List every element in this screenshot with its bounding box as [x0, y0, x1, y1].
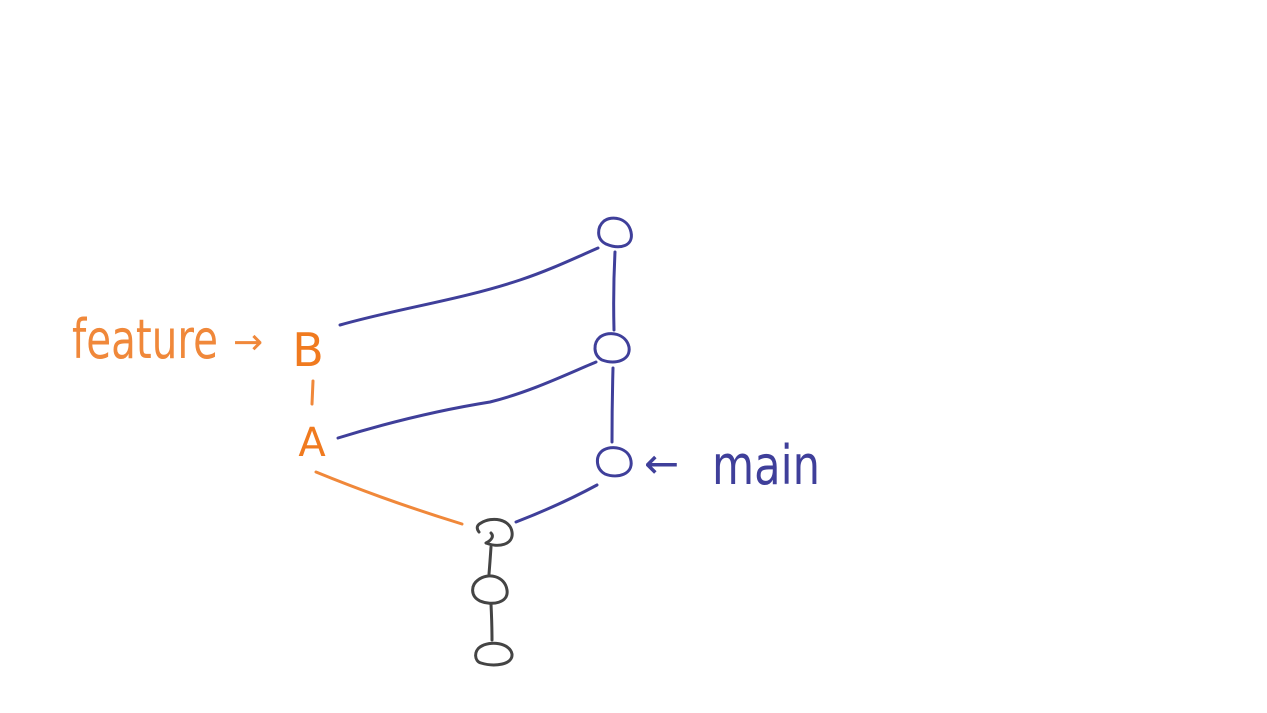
feature-commit-B: B	[292, 323, 324, 377]
main-edge-top-mid	[612, 250, 617, 332]
main-commit-mid	[593, 332, 631, 364]
main-edge-mid-bottom	[610, 366, 615, 444]
feature-branch: B A feature →	[72, 308, 464, 526]
edge-A-to-main-mid	[336, 360, 598, 440]
feature-commit-A: A	[298, 420, 326, 466]
base-commit-2	[471, 574, 509, 605]
base-commit-3	[474, 641, 514, 667]
edge-B-to-main-top	[338, 246, 600, 327]
feature-to-base-edge	[314, 470, 464, 526]
feature-branch-label: feature	[72, 308, 218, 371]
main-to-base-edge	[514, 483, 599, 524]
base-history	[471, 517, 514, 667]
feature-pointer-arrow-icon: →	[233, 322, 263, 363]
main-commit-bottom	[596, 446, 633, 478]
base-edge-1	[487, 545, 493, 576]
base-commit-1	[475, 517, 514, 547]
main-branch-label: main	[712, 434, 820, 497]
main-pointer-arrow-icon: ←	[644, 439, 679, 488]
main-branch	[336, 216, 633, 524]
feature-edge-B-A	[310, 379, 315, 406]
main-commit-top	[597, 216, 633, 249]
main-pointer: ← main	[644, 434, 820, 497]
base-edge-2	[489, 602, 494, 642]
